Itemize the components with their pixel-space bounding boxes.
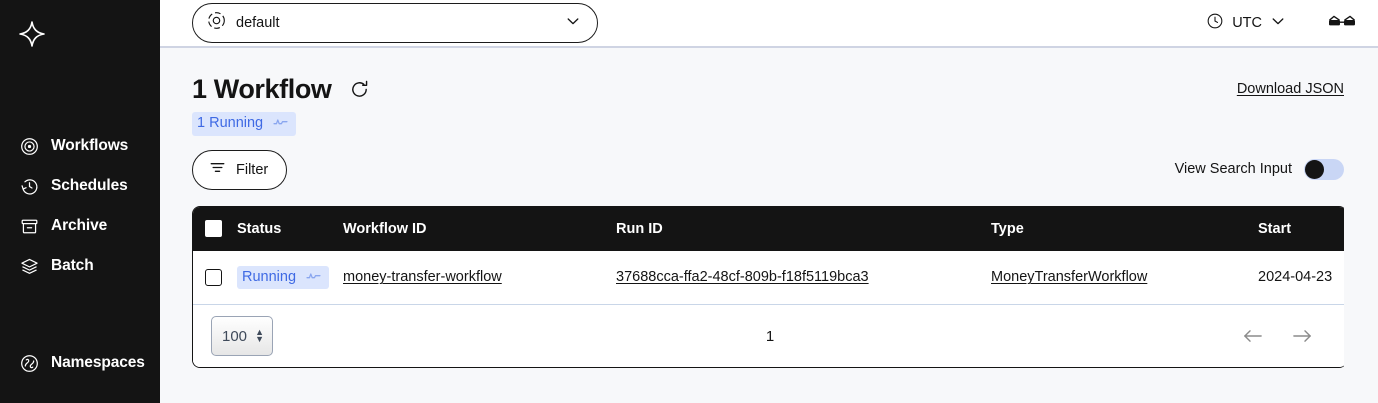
column-header-type[interactable]: Type [991,220,1024,237]
table-header-row: Status Workflow ID Run ID Type Start [193,206,1347,251]
sidebar-item-label: Archive [51,217,108,235]
namespace-select[interactable]: default [192,3,598,43]
page-header: 1 Workflow Download JSON [192,48,1344,103]
sidebar-item-archive[interactable]: Archive [0,206,160,246]
column-header-status[interactable]: Status [237,220,282,237]
main-area: default UTC [160,0,1378,403]
workflows-icon [19,136,39,156]
row-workflow-id-cell: money-transfer-workflow [343,250,616,306]
arrow-left-icon[interactable] [1241,325,1263,347]
column-header-workflow-id[interactable]: Workflow ID [343,220,427,237]
table-footer: 100 ▲▼ 1 [193,305,1347,368]
row-run-id-cell: 37688cca-ffa2-48cf-809b-f18f5119bca3 [616,250,991,306]
column-header-run-id[interactable]: Run ID [616,220,663,237]
running-pulse-icon [273,115,288,132]
row-status-cell: Running [237,250,343,306]
view-search-input-control: View Search Input [1174,159,1344,181]
run-id-link[interactable]: 37688cca-ffa2-48cf-809b-f18f5119bca3 [616,269,869,286]
filter-button[interactable]: Filter [192,149,288,190]
view-search-input-toggle[interactable] [1304,159,1344,181]
timezone-label: UTC [1232,14,1262,31]
row-type-cell: MoneyTransferWorkflow [991,250,1258,306]
view-search-input-label: View Search Input [1174,161,1292,178]
page-title: 1 Workflow [192,74,332,104]
sidebar-item-label: Namespaces [51,354,145,372]
batch-icon [19,256,39,276]
clock-icon [1206,12,1224,35]
top-bar-right: UTC [1206,12,1356,35]
workflow-id-link[interactable]: money-transfer-workflow [343,269,502,286]
toggle-knob [1305,160,1324,180]
workflows-table: Status Workflow ID Run ID Type Start [192,205,1347,369]
rows-per-page-select[interactable]: 100 [211,316,273,357]
pagination [1241,325,1313,347]
sidebar-nav-primary: Workflows Schedules [0,126,160,286]
top-bar: default UTC [160,0,1378,48]
status-badge-running[interactable]: 1 Running [192,112,297,136]
sidebar-item-schedules[interactable]: Schedules [0,166,160,206]
archive-icon [19,216,39,236]
status-summary: 1 Running [192,112,1344,136]
namespace-icon [207,11,226,35]
temporal-logo[interactable] [16,18,48,50]
row-checkbox[interactable] [205,268,222,286]
select-all-header[interactable] [193,207,237,251]
status-badge[interactable]: Running [237,265,330,290]
workflow-type-link[interactable]: MoneyTransferWorkflow [991,269,1148,286]
status-badge-label: Running [242,268,297,285]
schedules-icon [19,176,39,196]
table-row[interactable]: Running money-transfer-workflow [193,250,1347,306]
status-badge-label: 1 Running [197,115,264,131]
running-pulse-icon [306,269,321,286]
toolbar: Filter View Search Input [192,149,1344,190]
right-gutter [1344,48,1378,403]
row-select-cell[interactable] [193,250,237,306]
glasses-icon[interactable] [1328,12,1356,35]
download-json-link[interactable]: Download JSON [1236,81,1344,98]
select-all-checkbox[interactable] [205,220,222,238]
sidebar-item-label: Batch [51,257,94,275]
sidebar-item-label: Schedules [51,177,128,195]
chevron-down-icon [1270,13,1286,34]
filter-icon [209,159,226,180]
namespace-value: default [236,14,280,31]
refresh-icon[interactable] [349,79,371,101]
filter-button-label: Filter [236,161,269,178]
timezone-select[interactable]: UTC [1206,12,1286,35]
column-header-start[interactable]: Start [1258,220,1292,237]
page-number: 1 [765,327,775,345]
arrow-right-icon[interactable] [1291,325,1313,347]
sidebar-item-label: Workflows [51,137,129,155]
namespaces-icon [19,353,39,373]
chevron-down-icon [565,13,581,34]
row-start-cell: 2024-04-23 [1258,250,1347,306]
sidebar-item-namespaces[interactable]: Namespaces [0,343,160,383]
sidebar: Workflows Schedules [0,0,160,403]
sidebar-item-workflows[interactable]: Workflows [0,126,160,166]
content: 1 Workflow Download JSON 1 Running [160,48,1378,369]
sidebar-item-batch[interactable]: Batch [0,246,160,286]
sidebar-nav-secondary: Namespaces [0,343,160,383]
rows-per-page-control[interactable]: 100 ▲▼ [211,316,273,357]
